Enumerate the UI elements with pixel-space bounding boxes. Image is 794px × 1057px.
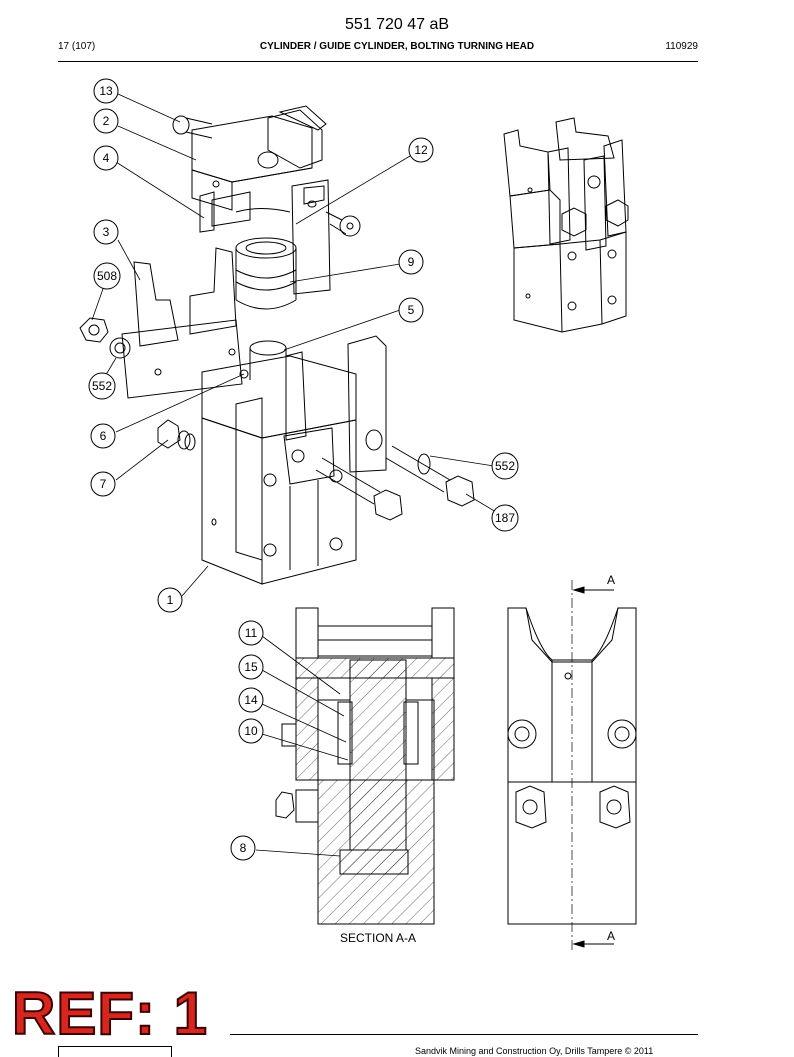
callout-11: 11 xyxy=(238,620,264,646)
callout-7: 7 xyxy=(90,471,116,497)
callout-14: 14 xyxy=(238,687,264,713)
footer-copyright: Sandvik Mining and Construction Oy, Dril… xyxy=(415,1046,654,1056)
callout-5: 5 xyxy=(398,297,424,323)
svg-text:552: 552 xyxy=(92,379,112,393)
callout-552-left: 552 xyxy=(88,372,116,400)
callout-2: 2 xyxy=(93,108,119,134)
assembled-view xyxy=(503,117,629,333)
svg-text:7: 7 xyxy=(100,477,107,491)
svg-text:508: 508 xyxy=(97,269,117,283)
document-number: 551 720 47 aB xyxy=(344,16,450,33)
part-bolt-12 xyxy=(325,211,361,237)
page-title: CYLINDER / GUIDE CYLINDER, BOLTING TURNI… xyxy=(259,41,535,52)
svg-text:3: 3 xyxy=(103,225,110,239)
svg-text:11: 11 xyxy=(245,626,258,640)
callout-13: 13 xyxy=(93,78,119,104)
callout-552-right: 552 xyxy=(491,452,519,480)
section-side-view xyxy=(507,580,637,952)
part-bolt-13 xyxy=(172,115,213,139)
section-a-a-view xyxy=(275,607,455,925)
svg-text:8: 8 xyxy=(240,841,247,855)
svg-text:6: 6 xyxy=(100,429,107,443)
document-code: 110929 xyxy=(665,41,698,52)
part-nut-508 xyxy=(79,317,109,343)
svg-text:552: 552 xyxy=(495,459,515,473)
part-cylinder-body-1 xyxy=(201,335,387,585)
svg-text:15: 15 xyxy=(244,660,258,674)
header-rule xyxy=(58,61,698,62)
section-marker-bottom: A xyxy=(607,929,615,943)
callout-508: 508 xyxy=(93,262,121,290)
svg-text:1: 1 xyxy=(167,593,174,607)
section-marker-top: A xyxy=(607,573,615,587)
svg-text:12: 12 xyxy=(414,143,428,157)
callout-15: 15 xyxy=(238,654,264,680)
svg-text:9: 9 xyxy=(408,255,415,269)
svg-text:5: 5 xyxy=(408,303,415,317)
svg-text:4: 4 xyxy=(103,151,110,165)
exploded-view xyxy=(79,105,475,585)
footer-rule xyxy=(230,1034,698,1035)
callout-bubbles: 13 2 4 12 3 9 508 5 552 6 7 552 187 1 11… xyxy=(88,78,519,861)
callout-4: 4 xyxy=(93,145,119,171)
sandvik-logo xyxy=(58,1046,172,1057)
part-bolt-187 xyxy=(315,445,475,521)
part-bracket-3 xyxy=(121,247,243,399)
callout-1: 1 xyxy=(157,587,183,613)
part-washer-552 xyxy=(109,337,131,359)
part-piston-9 xyxy=(235,237,297,310)
svg-text:2: 2 xyxy=(103,114,110,128)
page-number: 17 (107) xyxy=(58,41,96,52)
section-title: SECTION A-A xyxy=(340,931,416,945)
part-fitting-7 xyxy=(157,419,196,451)
svg-text:187: 187 xyxy=(495,511,515,525)
callout-9: 9 xyxy=(398,249,424,275)
svg-text:14: 14 xyxy=(244,693,258,707)
leader-lines xyxy=(91,93,497,857)
callout-3: 3 xyxy=(93,219,119,245)
callout-10: 10 xyxy=(238,718,264,744)
callout-187: 187 xyxy=(491,504,519,532)
svg-text:13: 13 xyxy=(99,84,113,98)
svg-text:10: 10 xyxy=(244,724,258,738)
callout-12: 12 xyxy=(408,137,434,163)
callout-8: 8 xyxy=(230,835,256,861)
ref-stamp: REF: 1 xyxy=(11,980,209,1047)
callout-6: 6 xyxy=(90,423,116,449)
part-guide-block xyxy=(191,105,331,295)
